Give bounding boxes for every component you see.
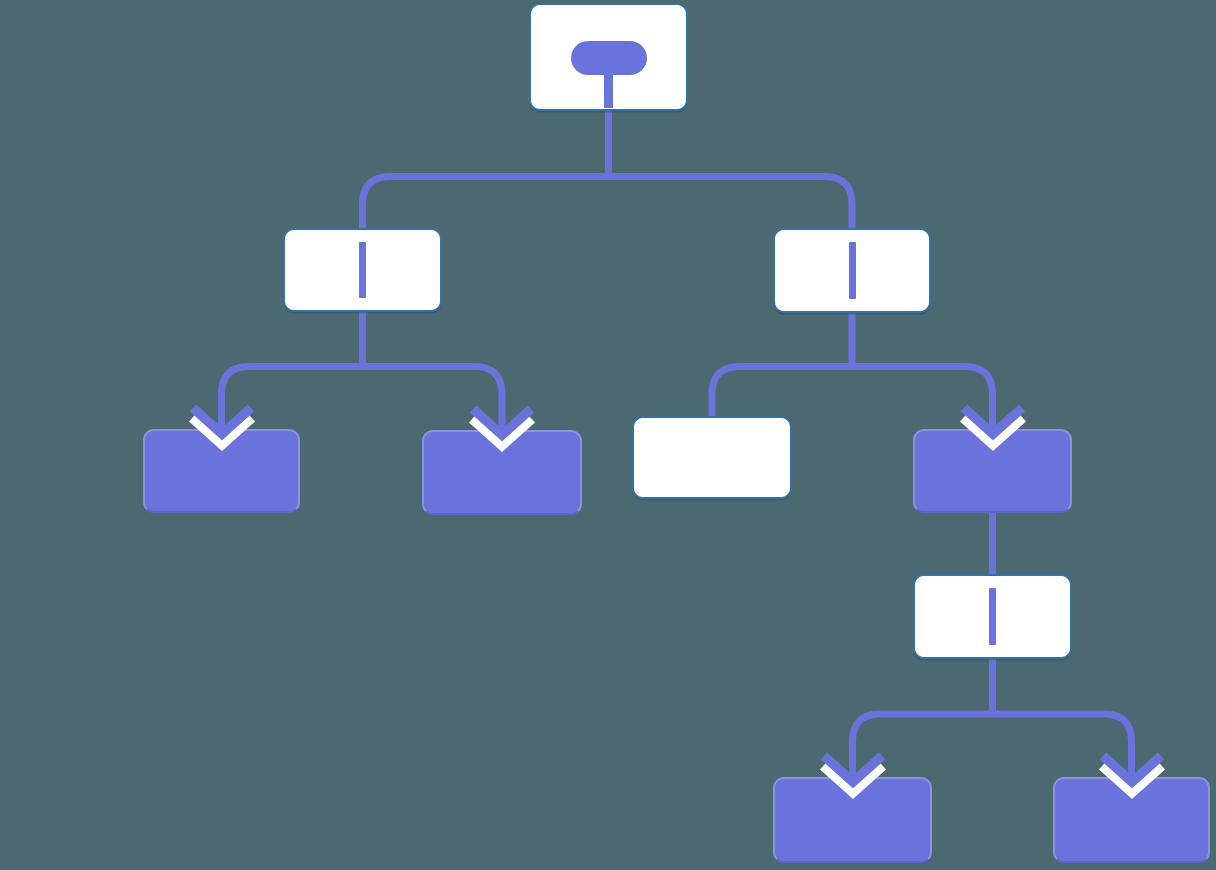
node-branch-left[interactable] xyxy=(283,228,442,312)
node-root[interactable] xyxy=(529,3,688,111)
double-chevron-down-icon xyxy=(188,404,255,452)
connector-right-rail xyxy=(708,363,996,427)
start-pill-icon xyxy=(570,41,647,75)
pass-through-line xyxy=(848,242,856,299)
start-pill-stem xyxy=(604,71,613,108)
node-child-plain[interactable] xyxy=(632,416,792,499)
double-chevron-down-icon xyxy=(959,404,1026,452)
double-chevron-down-icon xyxy=(819,752,886,800)
pass-through-line xyxy=(359,242,366,298)
connector-left-rail xyxy=(218,363,506,428)
double-chevron-down-icon xyxy=(1098,752,1165,800)
connector-level1-rail xyxy=(359,173,856,233)
connector-bottom-rail xyxy=(849,710,1135,775)
double-chevron-down-icon xyxy=(468,405,536,453)
node-branch-bottom[interactable] xyxy=(913,574,1072,659)
node-branch-right[interactable] xyxy=(773,228,931,313)
pass-through-line xyxy=(989,588,996,645)
